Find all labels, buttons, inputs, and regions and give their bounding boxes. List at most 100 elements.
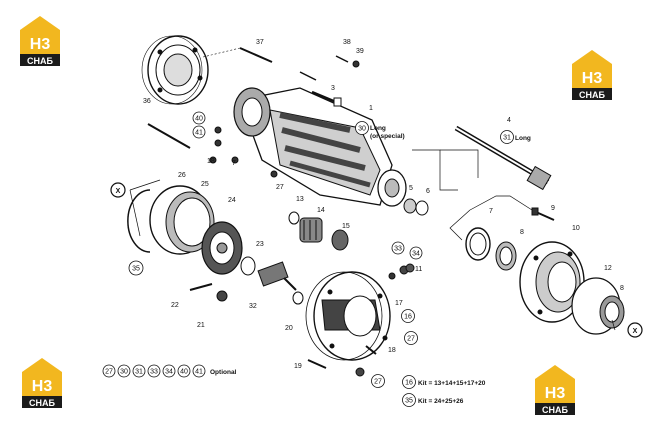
nut-40 — [214, 126, 222, 134]
callout-32: 32 — [249, 303, 257, 310]
stud-22 — [189, 283, 213, 291]
svg-text:Н3: Н3 — [545, 385, 566, 402]
callout-26: 26 — [178, 172, 186, 179]
bolt-19 — [307, 359, 327, 369]
pin-15 — [331, 229, 349, 251]
callout-11: 11 — [415, 266, 422, 273]
ring-13 — [288, 211, 300, 225]
callout-31: 31 — [503, 135, 511, 142]
callout-41: 41 — [195, 130, 203, 137]
callout-18b: 18 — [388, 347, 396, 354]
callout-25: 25 — [201, 181, 209, 188]
ring-5 — [403, 198, 417, 214]
washer-20 — [292, 291, 304, 305]
ring-6 — [415, 200, 429, 216]
wheel-hub-17 — [305, 271, 391, 361]
nut-27-bottom — [355, 367, 365, 377]
callout-37: 37 — [256, 39, 264, 46]
callout-5: 5 — [409, 185, 413, 192]
pin-left — [299, 71, 317, 81]
section-x-right: X — [633, 328, 638, 335]
pin-rod — [147, 123, 191, 149]
svg-text:Н3: Н3 — [32, 378, 53, 395]
callout-15: 15 — [342, 223, 350, 230]
svg-text:Н3: Н3 — [30, 36, 51, 53]
callout-6: 6 — [426, 188, 430, 195]
callout-23: 23 — [256, 241, 264, 248]
planet-gear-14 — [299, 217, 323, 243]
callout-16: 16 — [404, 314, 412, 321]
callout-27c: 27 — [374, 379, 382, 386]
svg-text:СНАБ: СНАБ — [579, 90, 605, 100]
axle-shaft-4 — [454, 125, 552, 191]
logo-top-left: Н3 СНАБ — [20, 16, 60, 66]
callout-10: 10 — [572, 225, 580, 232]
callout-34: 34 — [412, 251, 420, 258]
nut-41 — [214, 139, 222, 147]
callout-8b: 8 — [620, 285, 624, 292]
kit-35-number: 35 — [405, 398, 413, 405]
logo-bottom-left: Н3 СНАБ — [22, 358, 62, 408]
callout-36: 36 — [143, 98, 151, 105]
sun-gear-32 — [257, 261, 297, 291]
callout-1: 1 — [369, 105, 373, 112]
nut-39 — [352, 60, 360, 68]
callout-8a: 8 — [520, 229, 524, 236]
logo-top-right: Н3 СНАБ — [572, 50, 612, 100]
callout-labels: 1 3 4 5 6 7 8 8 9 10 11 12 13 14 15 17 1… — [143, 39, 624, 370]
ring-gear-25 — [127, 185, 215, 255]
optional-legend: 27 30 31 33 34 40 41 Optional — [102, 364, 237, 378]
kit-35-text: Kit = 24+25+26 — [418, 398, 464, 405]
svg-text:СНАБ: СНАБ — [29, 398, 55, 408]
optional-label: Optional — [210, 369, 237, 376]
callout-3: 3 — [331, 85, 335, 92]
svg-text:СНАБ: СНАБ — [27, 56, 53, 66]
optional-31: 31 — [135, 369, 143, 376]
svg-text:Н3: Н3 — [582, 70, 603, 87]
callout-22: 22 — [171, 302, 179, 309]
nut-33 — [388, 272, 396, 280]
gear-carrier-24 — [201, 221, 243, 275]
optional-41: 41 — [195, 369, 203, 376]
kit-legend: 16 Kit = 13+14+15+17+20 35 Kit = 24+25+2… — [402, 375, 486, 407]
notes: Long (or special) Long — [370, 125, 531, 142]
note-long-31: Long — [515, 135, 531, 142]
hub-10 — [519, 241, 585, 323]
callout-35: 35 — [132, 266, 140, 273]
section-x-left: X — [116, 188, 121, 195]
callout-27a: 27 — [276, 184, 284, 191]
washer-23 — [240, 256, 256, 276]
callout-7: 7 — [489, 208, 493, 215]
bolt-3 — [311, 90, 342, 107]
note-long-1: Long — [370, 125, 386, 132]
nut-11 — [405, 263, 415, 273]
parts-drawing — [127, 35, 625, 377]
callout-24: 24 — [228, 197, 236, 204]
optional-40: 40 — [180, 369, 188, 376]
callout-38: 38 — [343, 39, 351, 46]
pin-38 — [335, 55, 349, 63]
callout-4: 4 — [507, 117, 511, 124]
callout-30: 30 — [358, 126, 366, 133]
nut-21 — [216, 290, 228, 302]
nut-27-top — [270, 170, 278, 178]
optional-27: 27 — [105, 369, 113, 376]
callout-20: 20 — [285, 325, 293, 332]
callout-17: 17 — [395, 300, 403, 307]
kit-16-text: Kit = 13+14+15+17+20 — [418, 380, 486, 387]
optional-34: 34 — [165, 369, 173, 376]
circled-callout-text: 40 41 30 31 35 X X 33 34 16 27 27 — [116, 116, 638, 386]
nut-7-top — [231, 156, 239, 164]
callout-13: 13 — [296, 196, 304, 203]
leader-lines — [129, 149, 616, 331]
callout-40: 40 — [195, 116, 203, 123]
brake-plate-36 — [141, 35, 209, 105]
optional-30: 30 — [120, 369, 128, 376]
callout-7-top: 7 — [232, 160, 236, 167]
optional-33: 33 — [150, 369, 158, 376]
callout-27b: 27 — [407, 336, 415, 343]
bolt-9 — [535, 211, 555, 221]
callout-12: 12 — [604, 265, 612, 272]
bolt-18 — [365, 345, 377, 355]
